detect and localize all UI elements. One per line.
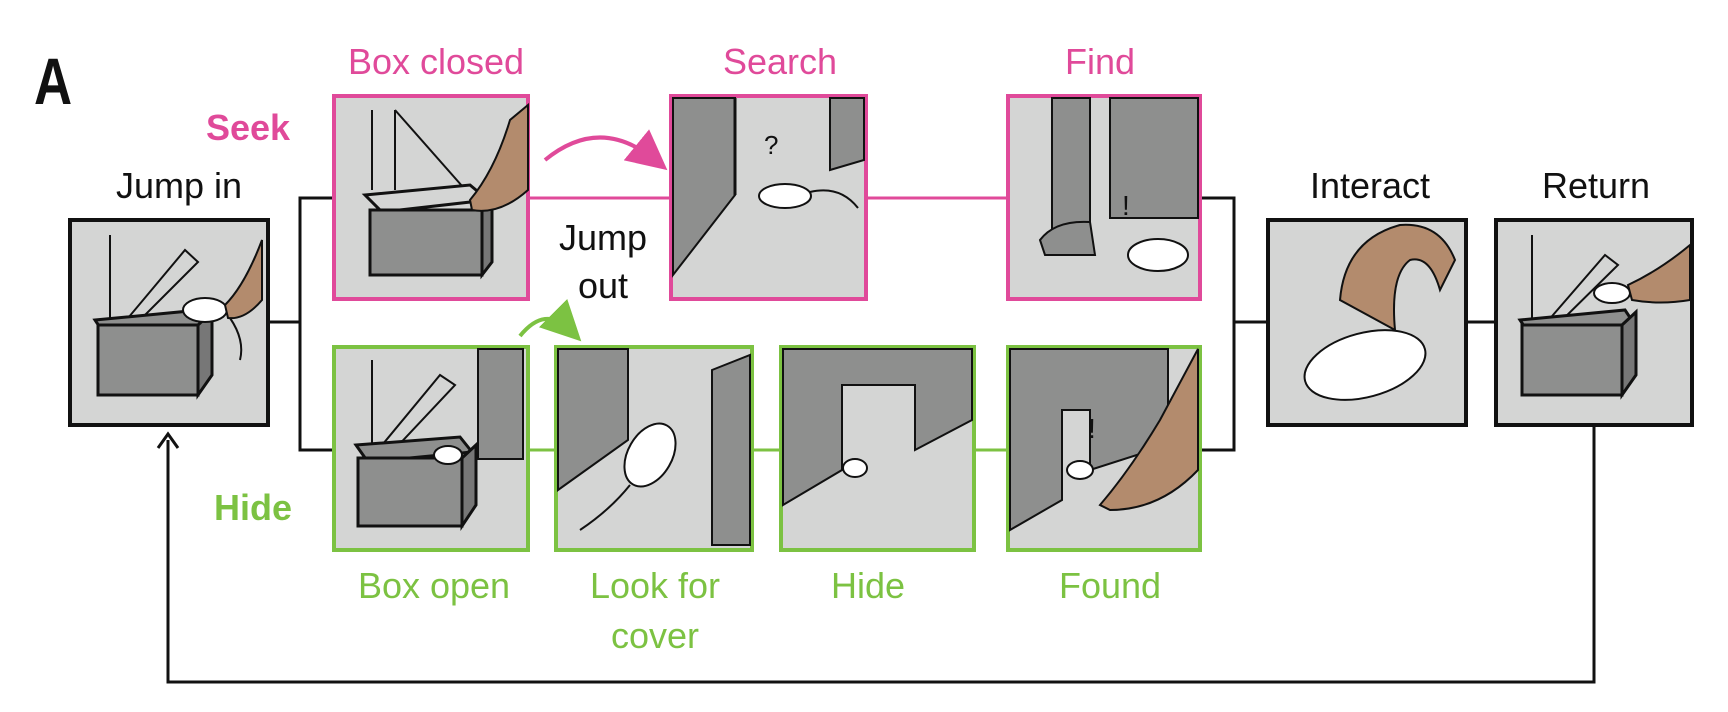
interact-label: Interact [1309, 165, 1431, 206]
box-open-label: Box open [357, 565, 511, 606]
connector-lines [166, 196, 1596, 684]
found-label: Found [1058, 565, 1162, 606]
found-exclamation: ! [1088, 413, 1096, 444]
jump-in-label: Jump in [115, 165, 243, 206]
box-open-panel [332, 345, 530, 552]
hide-curved-arrow [518, 298, 582, 342]
look-for-cover-label-line2: cover [610, 615, 700, 656]
hide-step-panel [779, 345, 976, 552]
box-closed-panel [332, 94, 530, 301]
interact-panel [1266, 218, 1468, 427]
found-panel [1006, 345, 1202, 552]
return-label: Return [1541, 165, 1651, 206]
box-closed-label: Box closed [347, 41, 525, 82]
find-label: Find [1064, 41, 1136, 82]
look-for-cover-label-line1: Look for [589, 565, 721, 606]
look-for-cover-panel [554, 345, 754, 552]
return-panel [1494, 218, 1694, 427]
seek-curved-arrow [543, 129, 668, 171]
jump-in-panel [68, 218, 270, 427]
return-arrowhead [156, 431, 180, 449]
search-question-mark: ? [764, 130, 778, 160]
hide-label: Hide [214, 487, 293, 528]
jump-out-label-line1: Jump [558, 217, 648, 258]
find-exclamation: ! [1122, 190, 1130, 221]
search-panel [669, 94, 868, 301]
seek-label: Seek [206, 107, 291, 148]
find-panel [1006, 94, 1202, 301]
search-label: Search [722, 41, 838, 82]
panel-letter: A [34, 44, 73, 118]
jump-out-label-line2: out [577, 265, 629, 306]
hide-step-label: Hide [830, 565, 906, 606]
